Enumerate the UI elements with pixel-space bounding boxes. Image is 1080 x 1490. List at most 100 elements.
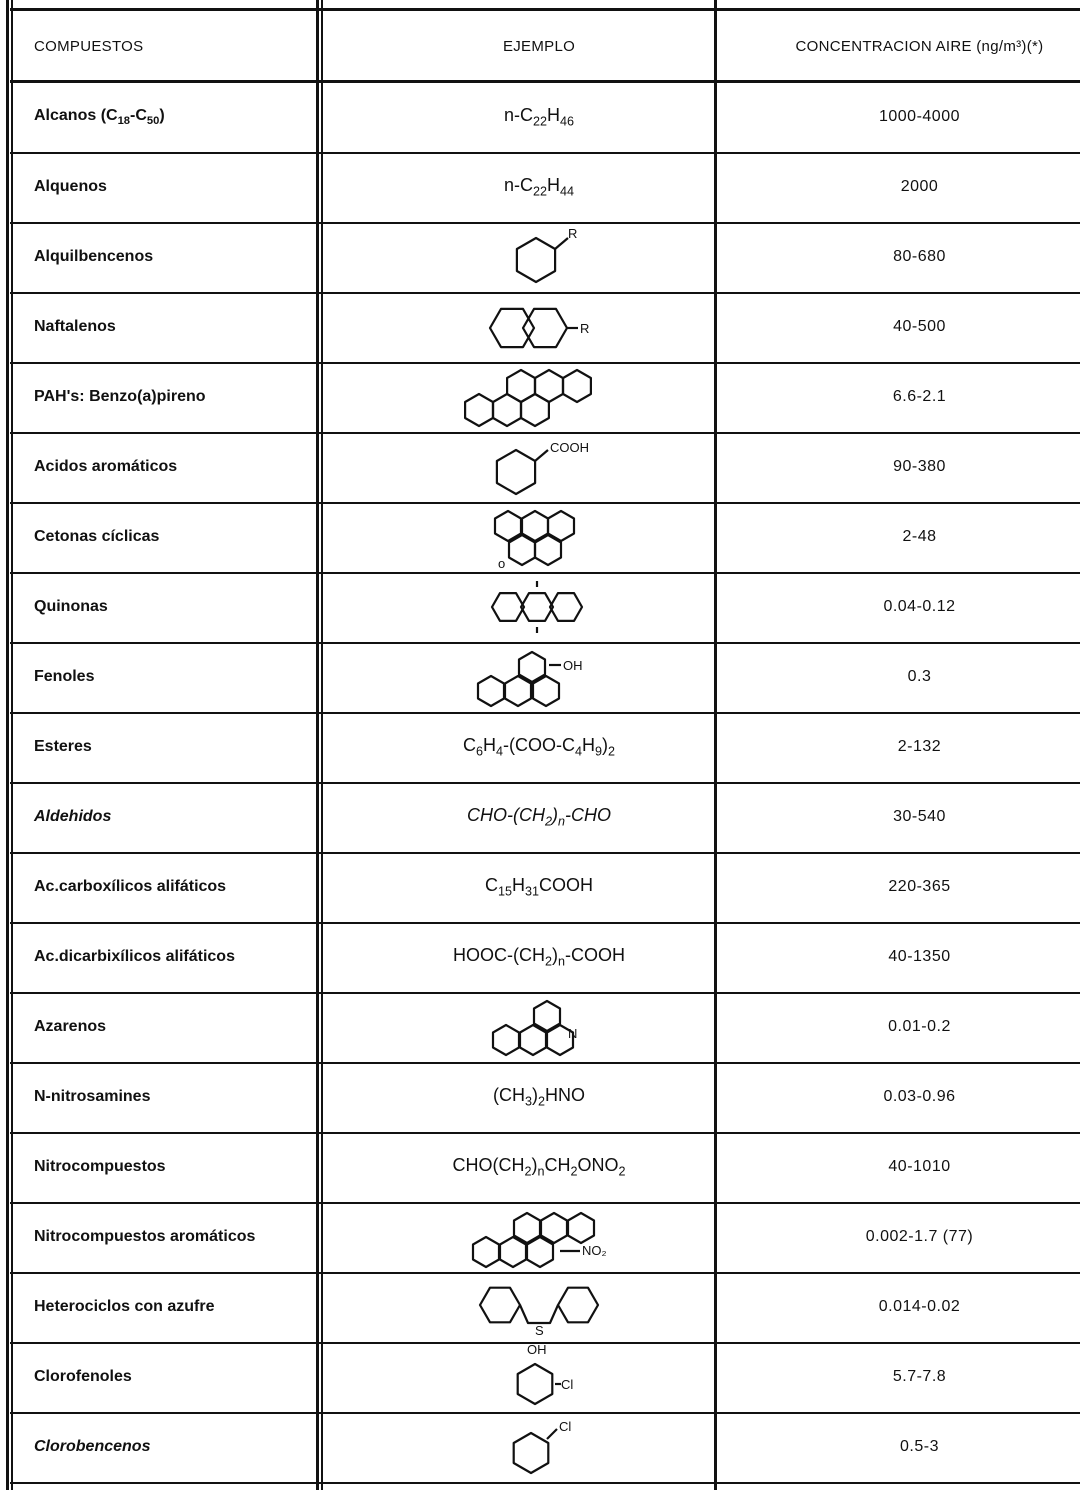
svg-text:OH: OH [527,1342,547,1357]
row-separator-line [10,1342,1080,1344]
concentration-cell: 6.6-2.1 [892,388,947,405]
row-separator-line [10,782,1080,784]
table-row: Alquilbencenos R 80-680 [12,222,1080,292]
example-cell: R [339,222,739,292]
table-row: Aldehidos CHO-(CH2)n-CHO 30-540 [12,782,1080,852]
example-cell: COOH [339,432,739,502]
row-separator-line [10,432,1080,434]
example-cell: HOOC-(CH2)n-COOH [339,922,739,992]
svg-text:R: R [568,226,577,241]
example-cell: S [339,1272,739,1342]
compound-name-cell: Aldehidos [34,808,112,825]
column-divider-2 [714,0,717,1490]
row-separator-line [10,1062,1080,1064]
concentration-cell: 40-1350 [888,948,951,965]
compound-name-cell: Nitrocompuestos aromáticos [34,1228,256,1245]
concentration-cell: 0.03-0.96 [883,1088,956,1105]
example-cell: o [339,502,739,572]
chlorophenol-structure-icon: OH Cl [489,1342,589,1410]
concentration-cell: 2-48 [902,528,937,545]
row-separator-line [10,712,1080,714]
example-formula: C6H4-(COO-C4H9)2 [462,735,616,759]
svg-text:NO₂: NO₂ [582,1243,607,1258]
example-cell: R [339,292,739,362]
left-border-line-inner [11,0,13,1490]
row-separator-line [10,922,1080,924]
concentration-cell: 30-540 [893,808,946,825]
compound-name-cell: Nitrocompuestos [34,1158,166,1175]
compound-name-cell: Alquilbencenos [34,248,154,265]
example-cell [339,572,739,642]
row-separator-line [10,292,1080,294]
row-separator-line [10,1202,1080,1204]
concentration-cell: 220-365 [888,878,951,895]
example-formula: C15H31COOH [484,875,594,899]
row-separator-line [10,1272,1080,1274]
alkylbenzene-structure-icon: R [494,226,584,286]
benzopyrene-structure-icon [459,364,619,430]
compound-name-cell: Ac.dicarbixílicos alifáticos [34,948,235,965]
column-divider-1b [321,0,323,1490]
example-cell: n-C22H44 [339,152,739,222]
svg-text:N: N [568,1026,577,1041]
concentration-cell: 0.002-1.7 (77) [865,1228,974,1245]
example-formula: CHO(CH2)nCH2ONO2 [452,1155,626,1179]
header-compuestos: COMPUESTOS [34,37,144,55]
example-cell: CHO-(CH2)n-CHO [339,782,739,852]
example-cell: OH [339,642,739,712]
concentration-cell: 90-380 [893,458,946,475]
example-cell: OH Cl [339,1342,739,1412]
compound-name-cell: Quinonas [34,598,108,615]
row-separator-line [10,852,1080,854]
svg-text:o: o [498,556,505,571]
top-border-line [10,8,1080,11]
example-cell: C6H4-(COO-C4H9)2 [339,712,739,782]
concentration-cell: 80-680 [893,248,946,265]
row-separator-line [10,1482,1080,1484]
header-bottom-line [10,80,1080,83]
row-separator-line [10,502,1080,504]
dibenzothiophene-structure-icon: S [474,1277,604,1338]
compound-name-cell: Alcanos (C18-C50) [34,106,165,128]
column-divider-1 [316,0,319,1490]
compound-name-cell: PAH's: Benzo(a)pireno [34,388,206,405]
compound-name-cell: Clorofenoles [34,1368,132,1385]
table-row: PAH's: Benzo(a)pireno 6.6-2.1 [12,362,1080,432]
example-cell: n-C22H46 [339,82,739,152]
table-header-row: COMPUESTOS EJEMPLO CONCENTRACION AIRE (n… [12,10,1080,82]
svg-text:Cl: Cl [561,1377,573,1392]
row-separator-line [10,1132,1080,1134]
svg-text:S: S [535,1323,544,1338]
compounds-table: COMPUESTOS EJEMPLO CONCENTRACION AIRE (n… [12,10,1080,1482]
row-separator-line [10,362,1080,364]
header-concentracion: CONCENTRACION AIRE (ng/m³)(*) [795,37,1044,55]
concentration-cell: 0.5-3 [900,1438,939,1455]
svg-text:Cl: Cl [559,1419,571,1434]
example-formula: n-C22H44 [503,175,575,199]
concentration-cell: 2-132 [897,738,942,755]
cyclic-ketone-structure-icon: o [484,504,594,571]
compound-name-cell: Azarenos [34,1018,107,1035]
compound-name-cell: Clorobencenos [34,1438,151,1455]
anthraquinone-structure-icon [484,577,594,637]
compound-name-cell: N-nitrosamines [34,1088,151,1105]
row-separator-line [10,222,1080,224]
compound-name-cell: Naftalenos [34,318,116,335]
concentration-cell: 40-1010 [888,1158,951,1175]
row-separator-line [10,152,1080,154]
example-cell: NO₂ [339,1202,739,1272]
example-cell: (CH3)2HNO [339,1062,739,1132]
svg-text:R: R [580,321,589,336]
